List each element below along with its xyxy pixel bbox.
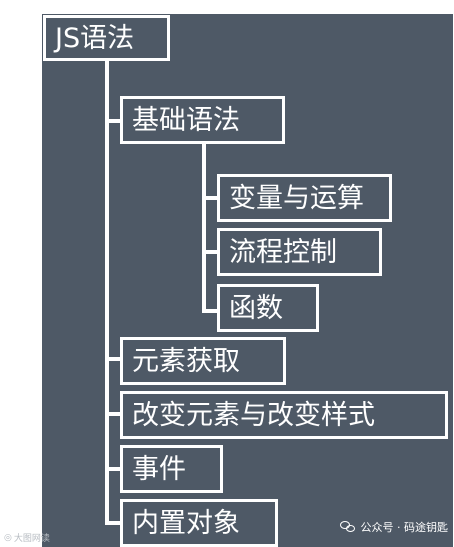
node-flow-control-label: 流程控制: [229, 236, 337, 268]
mind-map-panel: [42, 14, 453, 547]
node-root: JS语法: [43, 15, 170, 61]
trunk-line-root: [105, 58, 109, 525]
branch-line-variables: [202, 196, 217, 200]
wechat-icon: [339, 521, 356, 533]
node-builtin-objects-label: 内置对象: [132, 507, 240, 539]
watermark: 公众号 · 码途钥匙: [339, 519, 449, 535]
trunk-line-basic-syntax: [202, 142, 206, 313]
branch-line-events: [105, 467, 120, 471]
node-builtin-objects: 内置对象: [120, 499, 278, 547]
node-flow-control: 流程控制: [217, 228, 382, 276]
node-events: 事件: [120, 445, 223, 493]
node-change-element-style-label: 改变元素与改变样式: [132, 399, 375, 431]
node-element-fetch: 元素获取: [120, 337, 286, 385]
corner-label: ◎ 大图网读: [4, 531, 50, 545]
watermark-text: 公众号 · 码途钥匙: [360, 521, 449, 534]
node-root-label: JS语法: [55, 22, 135, 54]
branch-line-element-fetch: [105, 357, 120, 361]
branch-line-builtin-objects: [105, 521, 120, 525]
branch-line-basic-syntax: [105, 119, 120, 123]
branch-line-change-style: [105, 412, 120, 416]
node-variables-operations: 变量与运算: [217, 174, 392, 222]
node-variables-operations-label: 变量与运算: [229, 182, 364, 214]
branch-line-functions: [202, 309, 217, 313]
node-element-fetch-label: 元素获取: [132, 345, 240, 377]
camera-icon: ◎: [4, 532, 12, 543]
node-change-element-style: 改变元素与改变样式: [120, 391, 448, 439]
branch-line-flow-control: [202, 250, 217, 254]
node-functions: 函数: [217, 284, 319, 332]
corner-label-text: 大图网读: [13, 534, 50, 544]
node-basic-syntax: 基础语法: [120, 96, 285, 144]
node-functions-label: 函数: [229, 292, 283, 324]
node-events-label: 事件: [132, 453, 186, 485]
node-basic-syntax-label: 基础语法: [132, 104, 240, 136]
